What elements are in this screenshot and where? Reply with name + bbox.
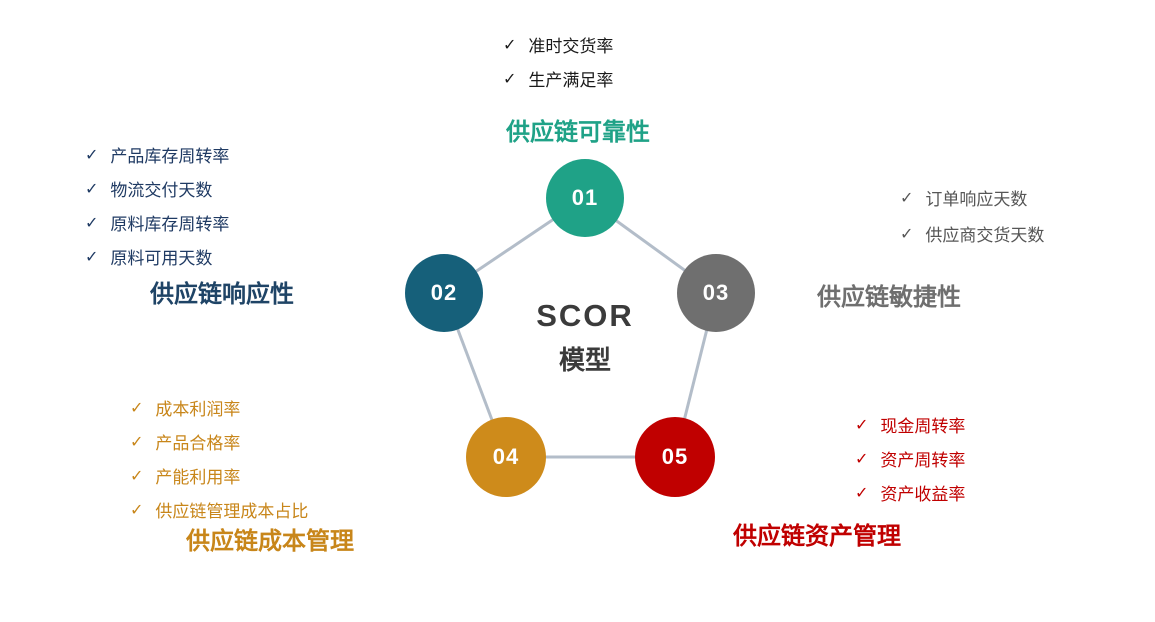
metric-item: ✓ 产品库存周转率 [85,142,229,167]
section-title-asset: 供应链资产管理 [733,523,901,550]
metric-label: 资产收益率 [880,485,966,504]
node-05-asset: 05 [635,417,715,497]
check-icon: ✓ [855,484,869,502]
metric-label: 资产周转率 [880,451,966,470]
check-icon: ✓ [900,189,914,207]
metric-item: ✓ 供应链管理成本占比 [130,497,308,522]
check-icon: ✓ [900,225,914,243]
check-icon: ✓ [855,416,869,434]
section-title-agility: 供应链敏捷性 [817,284,961,311]
metric-label: 原料库存周转率 [110,215,230,234]
metric-label: 产品合格率 [155,434,241,453]
check-icon: ✓ [130,501,144,519]
metric-label: 原料可用天数 [110,249,213,268]
metric-item: ✓ 生产满足率 [503,66,613,91]
metric-item: ✓ 资产周转率 [855,446,965,471]
section-title-reliability: 供应链可靠性 [506,119,650,146]
node-number: 01 [571,185,599,210]
check-icon: ✓ [85,146,99,164]
metric-item: ✓ 供应商交货天数 [900,221,1044,246]
metric-label: 现金周转率 [880,417,966,436]
metric-label: 生产满足率 [528,71,614,90]
metric-label: 成本利润率 [155,400,241,419]
check-icon: ✓ [130,433,144,451]
reliability-metrics-list: ✓ 准时交货率 ✓ 生产满足率 [503,32,613,100]
metric-item: ✓ 资产收益率 [855,480,965,505]
metric-item: ✓ 原料库存周转率 [85,210,229,235]
metric-item: ✓ 准时交货率 [503,32,613,57]
check-icon: ✓ [503,70,517,88]
check-icon: ✓ [85,248,99,266]
node-01-reliability: 01 [546,159,624,237]
check-icon: ✓ [85,214,99,232]
check-icon: ✓ [85,180,99,198]
metric-label: 供应商交货天数 [925,226,1045,245]
metric-item: ✓ 成本利润率 [130,395,308,420]
center-title: SCOR 模型 [505,298,665,377]
metric-item: ✓ 订单响应天数 [900,185,1044,210]
responsiveness-metrics-list: ✓ 产品库存周转率 ✓ 物流交付天数 ✓ 原料库存周转率 ✓ 原料可用天数 [85,142,229,278]
node-04-cost: 04 [466,417,546,497]
node-02-responsiveness: 02 [405,254,483,332]
asset-metrics-list: ✓ 现金周转率 ✓ 资产周转率 ✓ 资产收益率 [855,412,965,514]
section-title-responsiveness: 供应链响应性 [150,281,294,308]
metric-label: 物流交付天数 [110,181,213,200]
center-title-model: 模型 [558,345,611,375]
check-icon: ✓ [130,467,144,485]
agility-metrics-list: ✓ 订单响应天数 ✓ 供应商交货天数 [900,185,1044,257]
check-icon: ✓ [503,36,517,54]
cost-metrics-list: ✓ 成本利润率 ✓ 产品合格率 ✓ 产能利用率 ✓ 供应链管理成本占比 [130,395,308,531]
metric-label: 准时交货率 [528,37,614,56]
metric-item: ✓ 原料可用天数 [85,244,229,269]
node-number: 05 [661,444,689,469]
metric-item: ✓ 产能利用率 [130,463,308,488]
metric-item: ✓ 现金周转率 [855,412,965,437]
metric-item: ✓ 物流交付天数 [85,176,229,201]
metric-item: ✓ 产品合格率 [130,429,308,454]
check-icon: ✓ [855,450,869,468]
metric-label: 供应链管理成本占比 [155,502,309,521]
check-icon: ✓ [130,399,144,417]
metric-label: 订单响应天数 [925,190,1028,209]
section-title-cost: 供应链成本管理 [186,528,354,555]
node-number: 02 [430,280,458,305]
metric-label: 产品库存周转率 [110,147,230,166]
node-number: 04 [492,444,520,469]
node-number: 03 [702,280,730,305]
center-title-scor: SCOR [536,298,634,333]
metric-label: 产能利用率 [155,468,241,487]
node-03-agility: 03 [677,254,755,332]
